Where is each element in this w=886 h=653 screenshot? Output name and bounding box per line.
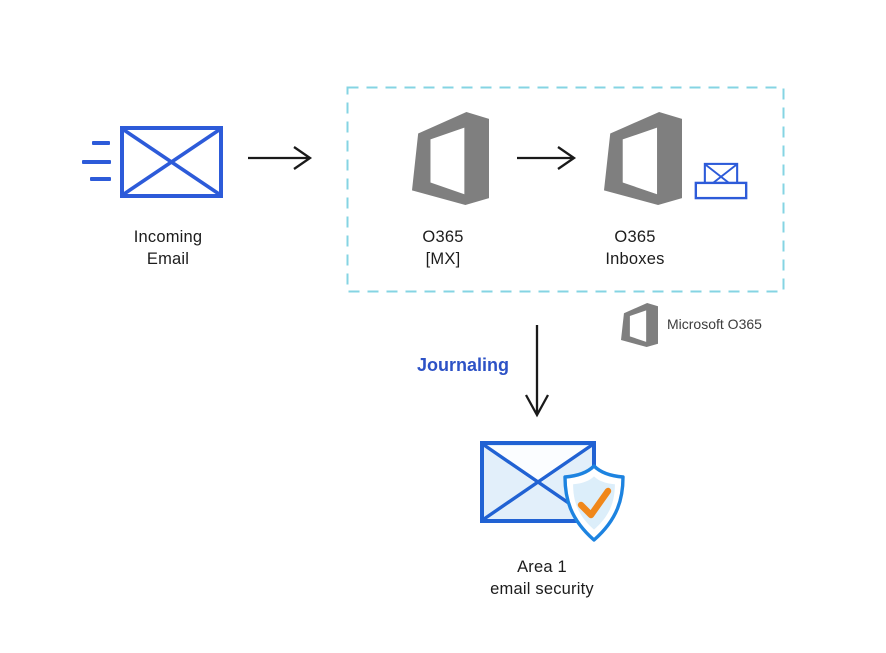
area1-label-line1: Area 1 bbox=[517, 558, 567, 576]
inbox-icon bbox=[694, 162, 748, 200]
incoming-email-label-line2: Email bbox=[146, 250, 190, 268]
legend-label: Microsoft O365 bbox=[667, 316, 762, 332]
o365-mx-label-line2: [MX] bbox=[425, 250, 461, 268]
arrow-right-icon bbox=[248, 146, 313, 170]
speed-line-icon bbox=[90, 177, 111, 181]
area1-label: Area 1 email security bbox=[482, 556, 602, 600]
office365-mx-icon bbox=[412, 112, 489, 205]
speed-line-icon bbox=[82, 160, 111, 164]
office365-inboxes-icon bbox=[604, 112, 682, 205]
area1-label-line2: email security bbox=[490, 580, 594, 598]
incoming-email-label: Incoming Email bbox=[123, 226, 213, 270]
checkmark-icon bbox=[577, 487, 612, 519]
envelope-flap-lines bbox=[122, 128, 221, 196]
shield-check-icon bbox=[563, 464, 625, 542]
speed-line-icon bbox=[92, 141, 110, 145]
o365-inboxes-label-line2: Inboxes bbox=[605, 250, 665, 268]
o365-mx-label-line1: O365 bbox=[422, 228, 464, 246]
o365-dashed-region bbox=[346, 86, 785, 293]
journaling-label: Journaling bbox=[417, 355, 510, 375]
incoming-email-label-line1: Incoming bbox=[133, 228, 203, 246]
arrow-down-icon bbox=[524, 325, 550, 418]
incoming-email-icon bbox=[82, 126, 223, 198]
office365-legend-icon bbox=[621, 303, 658, 347]
o365-inboxes-label: O365 Inboxes bbox=[590, 226, 680, 270]
o365-inboxes-label-line1: O365 bbox=[614, 228, 656, 246]
arrow-right-icon bbox=[517, 146, 577, 170]
o365-mx-label: O365 [MX] bbox=[398, 226, 488, 270]
